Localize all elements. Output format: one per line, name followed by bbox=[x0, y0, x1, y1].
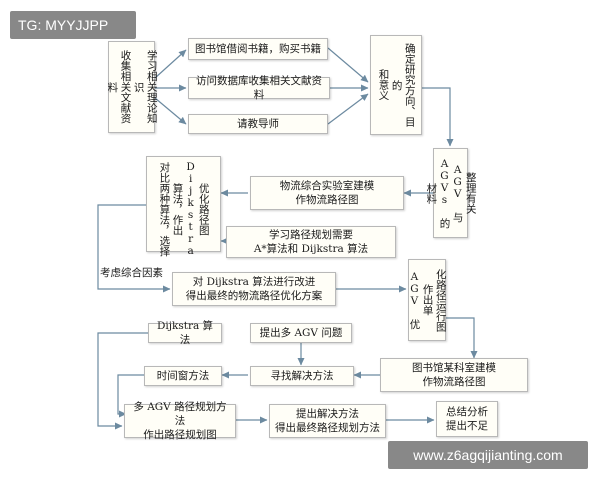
arrow-theory-mentor bbox=[154, 97, 187, 125]
box-summary: 总结分析 提出不足 bbox=[436, 401, 498, 437]
arrow-optimize-improve bbox=[97, 204, 171, 293]
box-time-window: 时间窗方法 bbox=[144, 366, 222, 386]
box-agv-materials: 整理有关 AGV 与 AGVs 的材料 bbox=[425, 148, 477, 238]
box-learn-algos: 学习路径规划需要 A*算法和 Dijkstra 算法 bbox=[226, 226, 396, 258]
box-library-model: 图书馆某科室建模 作物流路径图 bbox=[380, 358, 528, 392]
arrow-agvrun-library bbox=[446, 317, 478, 359]
box-agv-run: 化路径运行图 作出单 AGV 优 bbox=[408, 259, 447, 341]
arrow-theory-library bbox=[154, 49, 187, 79]
box-mentor: 请教导师 bbox=[188, 114, 328, 134]
box-multi-plan: 多 AGV 路径规划方法 作出路径规划图 bbox=[124, 401, 236, 441]
tg-tag-overlay: TG: MYYJJPP bbox=[10, 11, 136, 39]
label-consider: 考虑综合因素 bbox=[100, 267, 163, 279]
box-lab-model: 物流综合实验室建模 作物流路径图 bbox=[250, 176, 404, 210]
arrow-library-purpose bbox=[327, 47, 369, 83]
box-database: 访问数据库收集相关文献资料 bbox=[188, 75, 330, 101]
arrow-dijkstra-multiplan bbox=[97, 332, 148, 430]
box-theory: 学习相关理论知识 收集相关文献资料 bbox=[106, 41, 158, 133]
arrow-purpose-agv bbox=[422, 87, 454, 147]
box-optimize: 优化路径图 Dijkstra 算法，作出 对比两种算法，选择 bbox=[146, 156, 221, 257]
box-final-path: 提出解决方法 得出最终路径规划方法 bbox=[269, 404, 386, 438]
box-find-solution: 寻找解决方法 bbox=[250, 366, 354, 386]
arrow-timewindow-multiplan bbox=[117, 374, 144, 418]
arrow-mentor-purpose bbox=[327, 93, 369, 125]
box-library: 图书馆借阅书籍，购买书籍 bbox=[188, 38, 328, 60]
box-improve: 对 Dijkstra 算法进行改进 得出最终的物流路径优化方案 bbox=[172, 272, 336, 306]
box-dijkstra: Dijkstra 算法 bbox=[148, 320, 222, 346]
box-multi-agv: 提出多 AGV 问题 bbox=[250, 323, 352, 343]
watermark-overlay: www.z6agqijianting.com bbox=[388, 441, 588, 469]
box-purpose: 确定研究方向、目的 和意义 bbox=[370, 35, 422, 135]
